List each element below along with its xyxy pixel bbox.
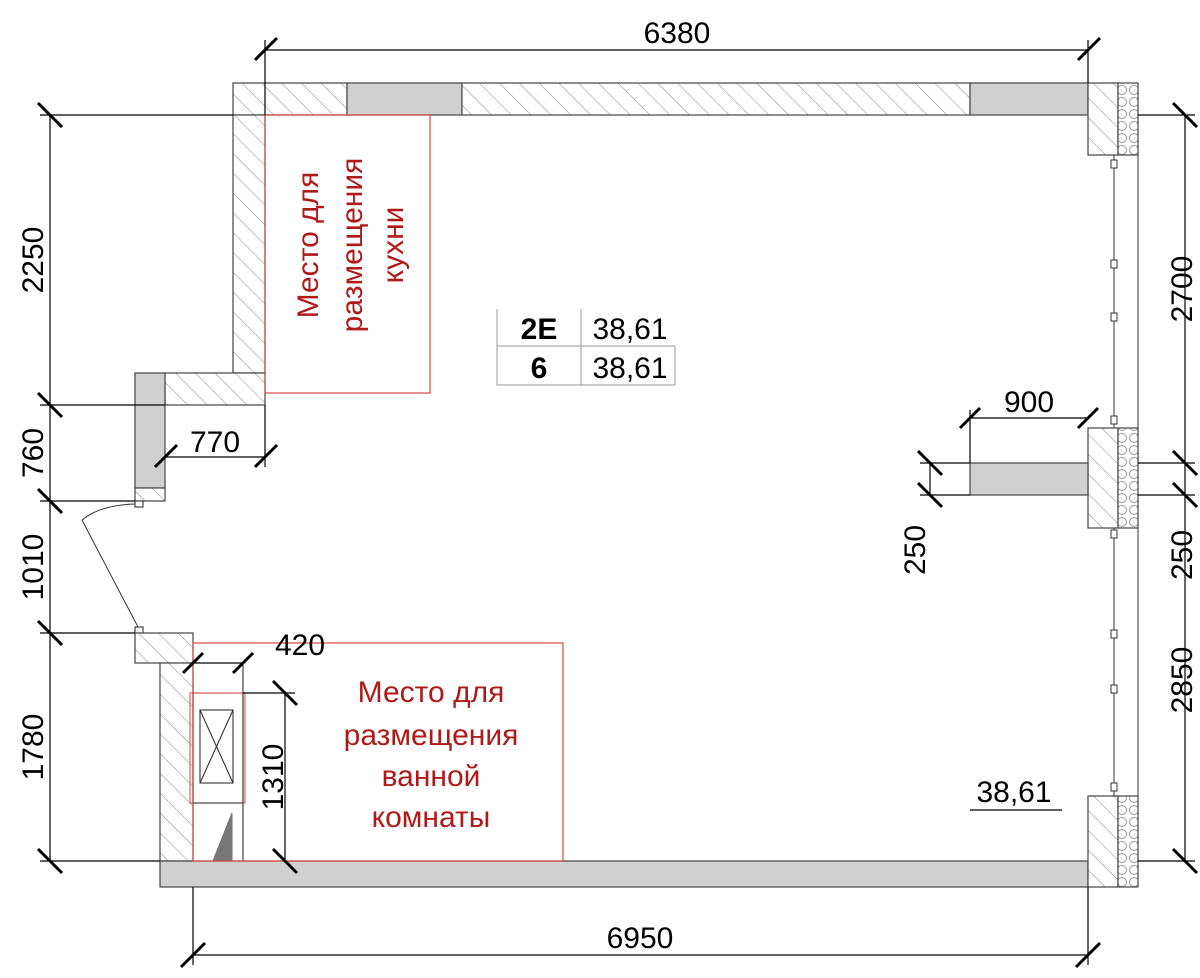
dim-partition-250: 250	[899, 525, 932, 575]
door-jamb-top	[134, 500, 144, 508]
left-lower-wall	[159, 662, 194, 862]
bathroom-zone-label: Место для размещения ванной комнаты	[344, 676, 519, 834]
kitchen-label-line-2: размещения	[336, 158, 369, 333]
door-swing	[81, 503, 139, 628]
area-label: 38,61	[976, 776, 1051, 809]
top-wall-hatched-1	[232, 82, 348, 116]
dim-partition-900: 900	[1004, 386, 1054, 419]
bathroom-label-line-4: комнаты	[372, 801, 491, 834]
room-number: 6	[531, 352, 548, 385]
dim-left-2250: 2250	[17, 227, 50, 294]
dim-bottom-width: 6950	[607, 922, 674, 955]
dim-top-width: 6380	[644, 17, 711, 50]
right-mid-block	[1087, 427, 1119, 529]
right-window-frame	[1110, 155, 1139, 796]
door-jamb-bottom	[134, 626, 144, 634]
left-upper-wall	[232, 114, 266, 374]
top-right-insulation	[1117, 82, 1139, 156]
room-area-2: 38,61	[592, 352, 667, 385]
walls	[134, 82, 1139, 888]
dim-left-1010: 1010	[17, 534, 50, 601]
left-lower-step	[134, 632, 194, 664]
bathroom-label-line-2: размещения	[344, 719, 519, 752]
ventilation-duct	[199, 709, 234, 784]
room-area-1: 38,61	[592, 313, 667, 346]
dim-left-1780: 1780	[17, 714, 50, 781]
bath-fixtures	[189, 662, 246, 862]
dimension-labels: 6380 6950 2250 760 1010 1780 770 420 131…	[17, 17, 1199, 955]
kitchen-label-line-3: кухни	[377, 207, 410, 284]
dim-right-250: 250	[1166, 530, 1199, 580]
right-mid-insulation	[1117, 427, 1139, 529]
left-column-base	[134, 487, 166, 502]
interior-partition	[969, 462, 1089, 496]
dimension-lines	[36, 36, 1199, 969]
room-code: 2E	[521, 313, 558, 346]
bottom-right-insulation	[1117, 795, 1139, 888]
bathroom-label-line-3: ванной	[382, 760, 481, 793]
bottom-wall	[159, 860, 1089, 888]
top-right-block	[1087, 82, 1119, 156]
top-wall-solid-1	[346, 82, 463, 116]
bathroom-zone-outline	[192, 642, 564, 862]
room-table: 2E 38,61 6 38,61	[496, 309, 676, 386]
bathroom-label-line-1: Место для	[358, 676, 505, 709]
kitchen-label-line-1: Место для	[292, 172, 325, 319]
kitchen-zone-label: Место для размещения кухни	[292, 158, 410, 333]
dim-left-760: 760	[17, 428, 50, 478]
dim-notch-770: 770	[190, 426, 240, 459]
dim-bath-1310: 1310	[257, 744, 290, 811]
bottom-right-block	[1087, 795, 1119, 888]
corner-fill	[212, 812, 233, 862]
top-wall-solid-2	[969, 82, 1089, 116]
dim-right-2700: 2700	[1166, 256, 1199, 323]
dim-right-2850: 2850	[1166, 647, 1199, 714]
top-wall-hatched-2	[461, 82, 971, 116]
left-column-solid	[134, 372, 166, 489]
left-step-wall	[164, 372, 266, 406]
dim-bath-420: 420	[275, 629, 325, 662]
kitchen-zone-outline	[264, 114, 431, 394]
